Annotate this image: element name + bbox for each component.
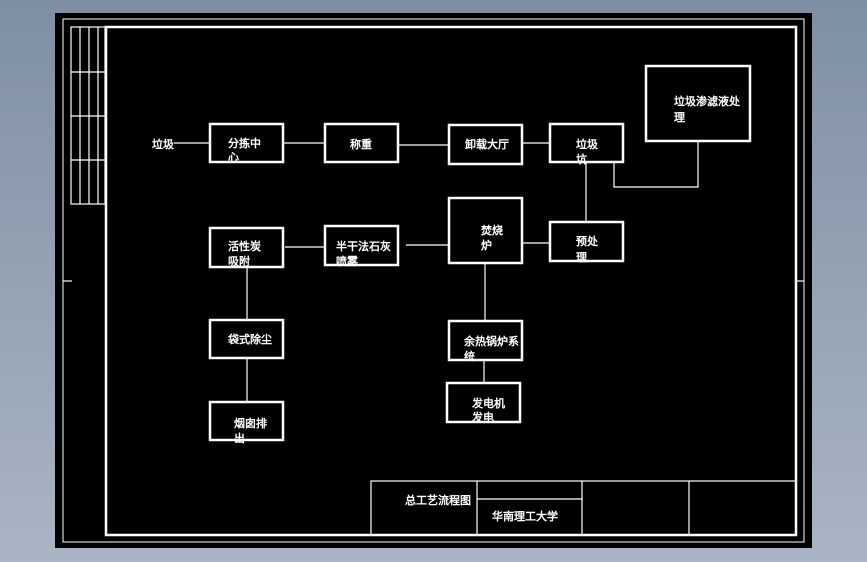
side-table	[70, 26, 106, 205]
title-block	[370, 480, 797, 536]
svg-text:发电机: 发电机	[471, 396, 505, 410]
drawing-title: 总工艺流程图	[405, 493, 471, 507]
svg-text:卸载大厅: 卸载大厅	[465, 137, 509, 151]
svg-text:半干法石灰: 半干法石灰	[336, 239, 391, 253]
connectors	[174, 141, 699, 402]
svg-text:垃圾渗滤液处: 垃圾渗滤液处	[674, 94, 741, 108]
svg-text:活性炭: 活性炭	[228, 239, 261, 253]
svg-text:分拣中: 分拣中	[228, 136, 261, 150]
svg-text:理: 理	[576, 251, 587, 264]
svg-text:统: 统	[464, 349, 475, 363]
school-name: 华南理工大学	[492, 509, 558, 523]
input-label: 垃圾	[152, 137, 175, 151]
svg-text:发电: 发电	[471, 410, 494, 424]
node-bag-filter: 袋式除尘	[208, 318, 285, 360]
svg-text:袋式除尘: 袋式除尘	[227, 332, 272, 346]
svg-text:称重: 称重	[350, 137, 372, 151]
svg-text:理: 理	[674, 111, 685, 124]
node-unloading-hall: 卸载大厅	[447, 123, 524, 166]
svg-text:心: 心	[228, 151, 239, 164]
svg-text:吸附: 吸附	[228, 254, 250, 268]
node-weighing: 称重	[323, 122, 400, 164]
svg-text:炉: 炉	[481, 238, 492, 252]
node-incinerator: 焚烧炉	[447, 196, 524, 265]
svg-text:烟囱排: 烟囱排	[234, 416, 267, 430]
svg-text:预处: 预处	[576, 234, 599, 248]
svg-text:喷雾: 喷雾	[336, 254, 359, 268]
node-pretreatment: 预处理	[548, 220, 625, 264]
svg-text:垃圾: 垃圾	[576, 137, 599, 151]
svg-text:余热锅炉系: 余热锅炉系	[463, 334, 519, 348]
svg-text:焚烧: 焚烧	[480, 223, 503, 237]
node-pit: 垃圾坑	[548, 122, 625, 166]
svg-text:出: 出	[234, 431, 245, 445]
svg-text:坑: 坑	[576, 152, 587, 166]
